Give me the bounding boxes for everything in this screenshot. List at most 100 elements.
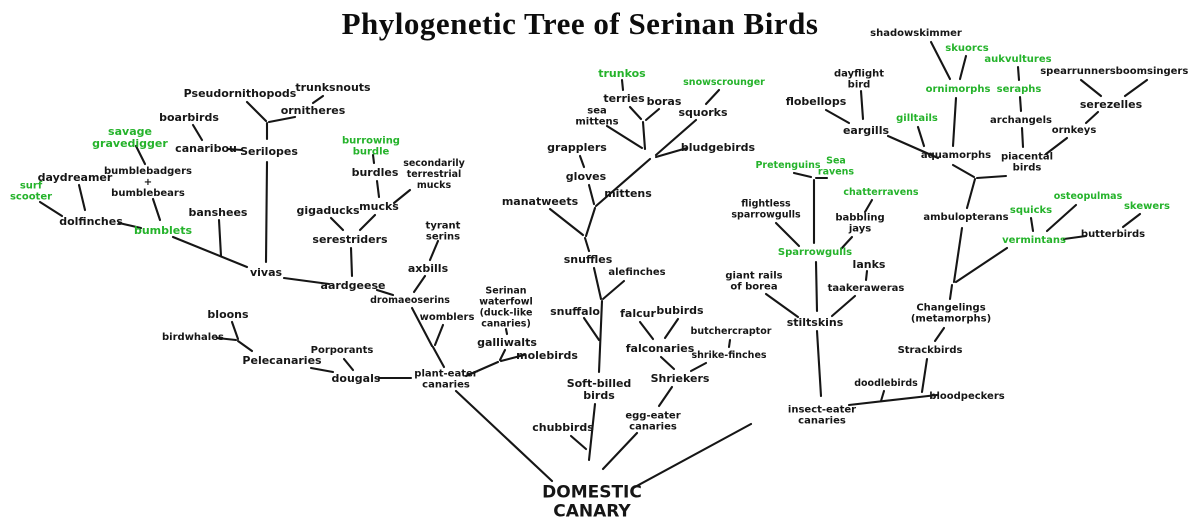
tree-branch [594,157,652,208]
tree-node-gilltails: gilltails [896,113,938,124]
tree-branch [230,320,240,341]
tree-node-squicks: squicks [1010,205,1052,216]
tree-branch [641,120,647,151]
tree-branch [631,422,753,490]
tree-branch [597,299,604,374]
tree-branch [1123,78,1149,98]
tree-node-trunkos: trunkos [598,67,646,80]
tree-node-strackbirds: Strackbirds [898,345,963,356]
tree-branch [954,246,1009,284]
tree-branch [628,105,643,121]
tree-branch [605,124,644,150]
tree-node-dougals: dougals [332,372,381,385]
tree-branch [1062,234,1088,241]
tree-branch [815,329,823,398]
tree-node-skewers: skewers [1124,201,1170,212]
tree-branch [886,134,940,160]
tree-edges [38,40,1149,490]
tree-branch [117,221,143,230]
tree-node-terries: terries [603,92,645,105]
tree-node-dromaeoserins: dromaeoserins [370,295,450,306]
tree-node-shadowskimmer: shadowskimmer [870,28,962,39]
tree-branch [601,431,639,471]
tree-branch [578,154,586,169]
tree-branch [392,188,412,205]
tree-branch [77,183,87,212]
tree-branch [217,218,223,258]
tree-node-manatweets: manatweets [502,195,579,208]
tree-branch [864,269,869,282]
tree-branch [267,115,297,124]
tree-branch [1084,110,1100,125]
tree-branch [464,360,500,378]
tree-branch [830,294,857,318]
tree-branch [342,357,355,372]
tree-node-trunksnouts: trunksnouts [295,81,371,94]
tree-node-aardgeese: aardgeese [321,279,386,292]
tree-branch [309,366,335,374]
tree-branch [412,274,427,294]
tree-branch [375,179,381,199]
tree-branch [329,216,345,232]
tree-node-porporants: Porporants [311,345,374,356]
tree-branch [171,235,249,269]
tree-node-sparrowgulls: Sparrowgulls [778,247,852,258]
tree-branch [704,88,721,106]
tree-branch [1079,78,1103,98]
tree-branch [282,276,331,286]
tree-node-eargills: eargills [843,124,889,137]
diagram-title: Phylogenetic Tree of Serinan Birds [341,6,819,41]
tree-node-bubirds: bubirds [656,304,704,317]
tree-node-dolfinches: dolfinches [59,215,123,228]
tree-node-molebirds: molebirds [516,349,578,362]
tree-branch [1020,126,1025,149]
tree-branch [620,78,625,92]
tree-node-bumblebadgers-bumblebears: bumblebadgers+bumblebears [104,166,192,199]
tree-branch [657,385,674,408]
tree-branch [654,146,689,159]
tree-branch [689,361,708,373]
tree-node-aukvultures: aukvultures [984,54,1051,65]
tree-branch [134,144,147,166]
tree-node-pretenguins: Pretenguins [755,160,820,171]
tree-branch [1016,65,1021,82]
tree-node-shrike-finches: shrike-finches [691,350,766,361]
tree-branch [948,283,954,301]
tree-node-boomsingers: boomsingers [1116,66,1189,77]
tree-branch [638,320,655,341]
tree-branch [582,316,601,342]
tree-node-womblers: womblers [420,312,475,323]
tree-node-mittens: mittens [604,187,652,200]
tree-branch [1018,95,1023,113]
tree-node-squorks: squorks [678,106,728,119]
tree-branch [428,239,440,262]
tree-branch [644,107,661,122]
tree-branch [920,357,929,394]
tree-branch [431,345,446,369]
tree-branch [349,246,354,278]
tree-node-boras: boras [647,95,682,108]
tree-branch [863,198,874,214]
tree-node-ornkeys: ornkeys [1052,125,1097,136]
tree-node-aquamorphs: aquamorphs [921,150,991,161]
tree-node-daydreamer: daydreamer [38,171,113,184]
tree-branch [584,206,597,238]
tree-node-boarbirds: boarbirds [159,111,219,124]
tree-branch [1045,203,1078,233]
tree-branch [311,94,325,105]
tree-node-shriekers: Shriekers [651,372,710,385]
tree-branch [951,163,976,179]
tree-branch [433,323,445,347]
tree-branch [151,197,162,222]
